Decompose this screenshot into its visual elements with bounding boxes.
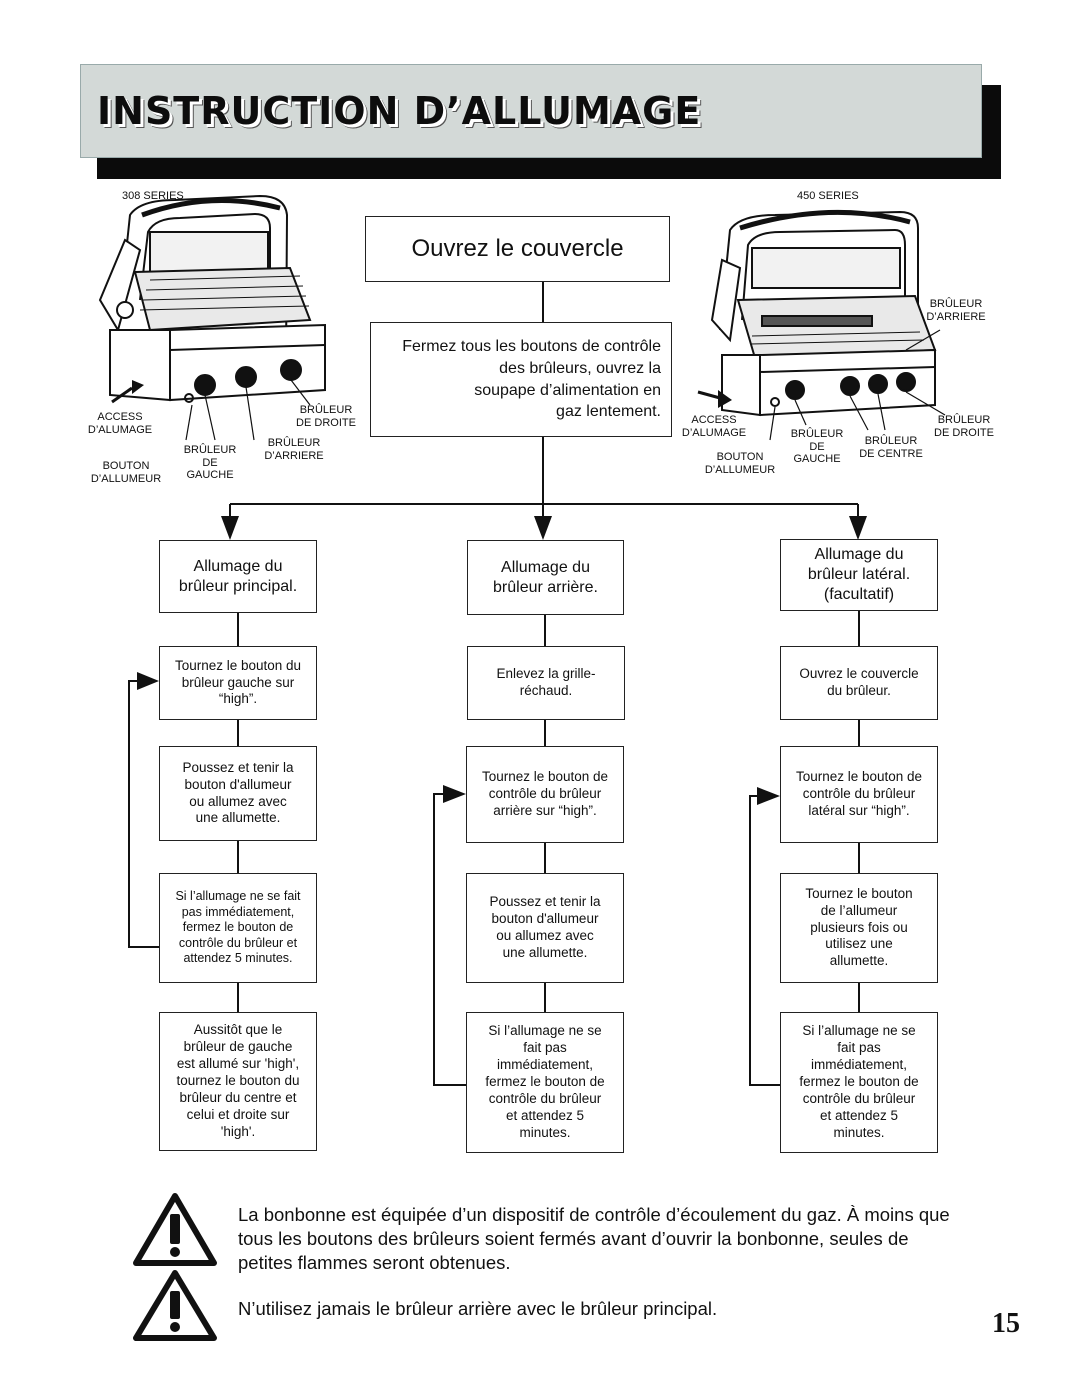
right-heading-box: Allumage du brûleur latéral. (facultatif… [780, 539, 938, 611]
left-heading: Allumage du brûleur principal. [178, 557, 298, 595]
middle-step-3-text: Poussez et tenir la bouton d'allumeur ou… [489, 894, 601, 960]
warning-1-line-1: La bonbonne est équipée d’un dispositif … [238, 1204, 950, 1225]
left-step-2: Poussez et tenir la bouton d'allumeur ou… [159, 746, 317, 841]
right-step-2: Tournez le bouton de contrôle du brûleur… [780, 746, 938, 843]
warning-box: Fermez tous les boutons de contrôle des … [370, 322, 672, 437]
right-heading: Allumage du brûleur latéral. (facultatif… [807, 546, 911, 603]
open-lid-text: Ouvrez le couvercle [411, 235, 624, 262]
right-step-4: Si l’allumage ne se fait pas immédiateme… [780, 1012, 938, 1153]
page-number: 15 [992, 1308, 1020, 1339]
middle-step-2: Tournez le bouton de contrôle du brûleur… [466, 746, 624, 843]
left-step-2-text: Poussez et tenir la bouton d'allumeur ou… [182, 759, 294, 826]
warning-2-text: N’utilisez jamais le brûleur arrière ave… [238, 1298, 718, 1319]
right-step-1: Ouvrez le couvercle du brûleur. [780, 646, 938, 720]
middle-heading-box: Allumage du brûleur arrière. [467, 540, 624, 615]
right-bruleur-gauche-label: BRÛLEUR DE GAUCHE [790, 428, 844, 466]
left-step-4: Aussitôt que le brûleur de gauche est al… [159, 1012, 317, 1151]
header-banner: INSTRUCTION D’ALLUMAGE [80, 64, 982, 158]
right-access-label: ACCESS D’ALUMAGE [681, 414, 747, 439]
left-step-3: Si l’allumage ne se fait pas immédiateme… [159, 873, 317, 983]
right-step-3-text: Tournez le bouton de l’allumeur plusieur… [805, 885, 913, 969]
left-series-label: 308 SERIES [122, 190, 184, 202]
right-bruleur-arriere-label: BRÛLEUR D’ARRIERE [926, 298, 986, 323]
middle-step-2-text: Tournez le bouton de contrôle du brûleur… [481, 769, 609, 818]
middle-step-4: Si l’allumage ne se fait pas immédiateme… [466, 1012, 624, 1153]
right-series-label: 450 SERIES [797, 190, 859, 202]
middle-step-4-text: Si l’allumage ne se fait pas immédiateme… [485, 1023, 605, 1140]
warning-text: Fermez tous les boutons de contrôle des … [402, 338, 661, 421]
left-step-3-text: Si l’allumage ne se fait pas immédiateme… [175, 888, 301, 966]
page-title: INSTRUCTION D’ALLUMAGE [97, 89, 702, 133]
left-step-1: Tournez le bouton du brûleur gauche sur … [159, 646, 317, 720]
left-step-1-text: Tournez le bouton du brûleur gauche sur … [174, 657, 302, 707]
middle-step-1: Enlevez la grille- réchaud. [467, 646, 625, 720]
left-access-label: ACCESS D’ALUMAGE [87, 411, 153, 436]
right-step-4-text: Si l’allumage ne se fait pas immédiateme… [799, 1023, 919, 1140]
right-bruleur-droite-label: BRÛLEUR DE DROITE [934, 414, 994, 439]
right-step-3: Tournez le bouton de l’allumeur plusieur… [780, 873, 938, 983]
warning-1-line-3: petites flammes seront obtenues. [238, 1252, 511, 1273]
left-heading-box: Allumage du brûleur principal. [159, 540, 317, 613]
right-bouton-label: BOUTON D’ALLUMEUR [704, 451, 776, 476]
left-bruleur-gauche-label: BRÛLEUR DE GAUCHE [183, 444, 237, 482]
left-bruleur-arriere-label: BRÛLEUR D’ARRIERE [264, 437, 324, 462]
warning-1-line-2: tous les boutons des brûleurs soient fer… [238, 1228, 909, 1249]
left-step-4-text: Aussitôt que le brûleur de gauche est al… [176, 1022, 300, 1139]
right-step-2-text: Tournez le bouton de contrôle du brûleur… [795, 769, 923, 818]
middle-step-1-text: Enlevez la grille- réchaud. [496, 666, 596, 698]
middle-step-3: Poussez et tenir la bouton d'allumeur ou… [466, 873, 624, 983]
open-lid-box: Ouvrez le couvercle [365, 216, 670, 282]
left-bouton-label: BOUTON D’ALLUMEUR [90, 460, 162, 485]
middle-heading: Allumage du brûleur arrière. [493, 558, 598, 596]
right-step-1-text: Ouvrez le couvercle du brûleur. [799, 666, 919, 698]
left-bruleur-droite-label: BRÛLEUR DE DROITE [296, 404, 356, 429]
right-bruleur-centre-label: BRÛLEUR DE CENTRE [859, 435, 923, 460]
